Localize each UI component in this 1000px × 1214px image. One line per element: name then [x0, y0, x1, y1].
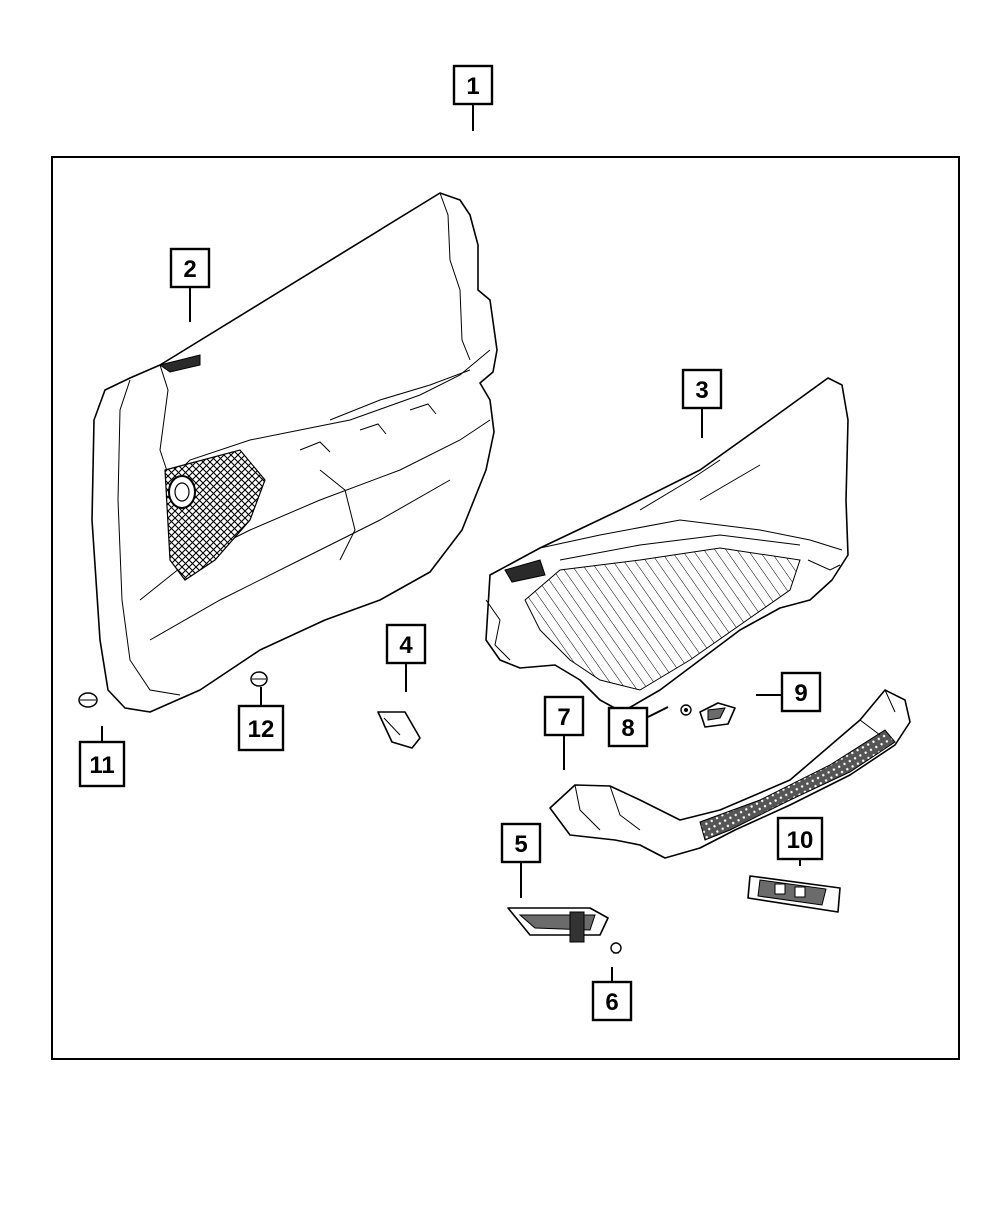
retainer-clip-9	[699, 702, 736, 728]
push-pin-11	[78, 692, 98, 708]
trim-bracket	[377, 711, 421, 749]
screw-8	[680, 704, 692, 716]
callout-label-1: 1	[466, 73, 479, 100]
callout-label-6: 6	[605, 989, 618, 1016]
callout-label-12: 12	[248, 716, 275, 743]
door-trim-panel	[91, 192, 498, 713]
callout-label-9: 9	[794, 680, 807, 707]
switch-bezel	[507, 907, 609, 943]
callout-label-3: 3	[695, 377, 708, 404]
callout-label-5: 5	[514, 831, 527, 858]
switch-panel	[747, 875, 841, 913]
callout-8: 8	[607, 706, 649, 748]
callout-label-8: 8	[621, 715, 634, 742]
callout-5: 5	[500, 822, 542, 864]
callout-9: 9	[780, 671, 822, 713]
assembly-frame	[51, 156, 960, 1060]
callout-4: 4	[385, 623, 427, 665]
push-pin-12	[250, 671, 268, 687]
callout-label-7: 7	[557, 704, 570, 731]
sill-plate	[549, 689, 911, 859]
leader-lines	[101, 104, 801, 982]
callout-label-2: 2	[183, 256, 196, 283]
callout-10: 10	[776, 816, 824, 861]
callout-7: 7	[543, 695, 585, 737]
callout-6: 6	[591, 980, 633, 1022]
push-pin-6	[610, 942, 622, 954]
callout-1: 1	[452, 64, 494, 106]
callout-12: 12	[237, 704, 285, 752]
callout-label-10: 10	[787, 827, 814, 854]
callout-11: 11	[78, 740, 126, 788]
callout-label-11: 11	[89, 752, 114, 779]
callout-2: 2	[169, 247, 211, 289]
callout-label-4: 4	[399, 632, 413, 659]
callout-3: 3	[681, 368, 723, 410]
quarter-trim-panel	[485, 377, 849, 713]
